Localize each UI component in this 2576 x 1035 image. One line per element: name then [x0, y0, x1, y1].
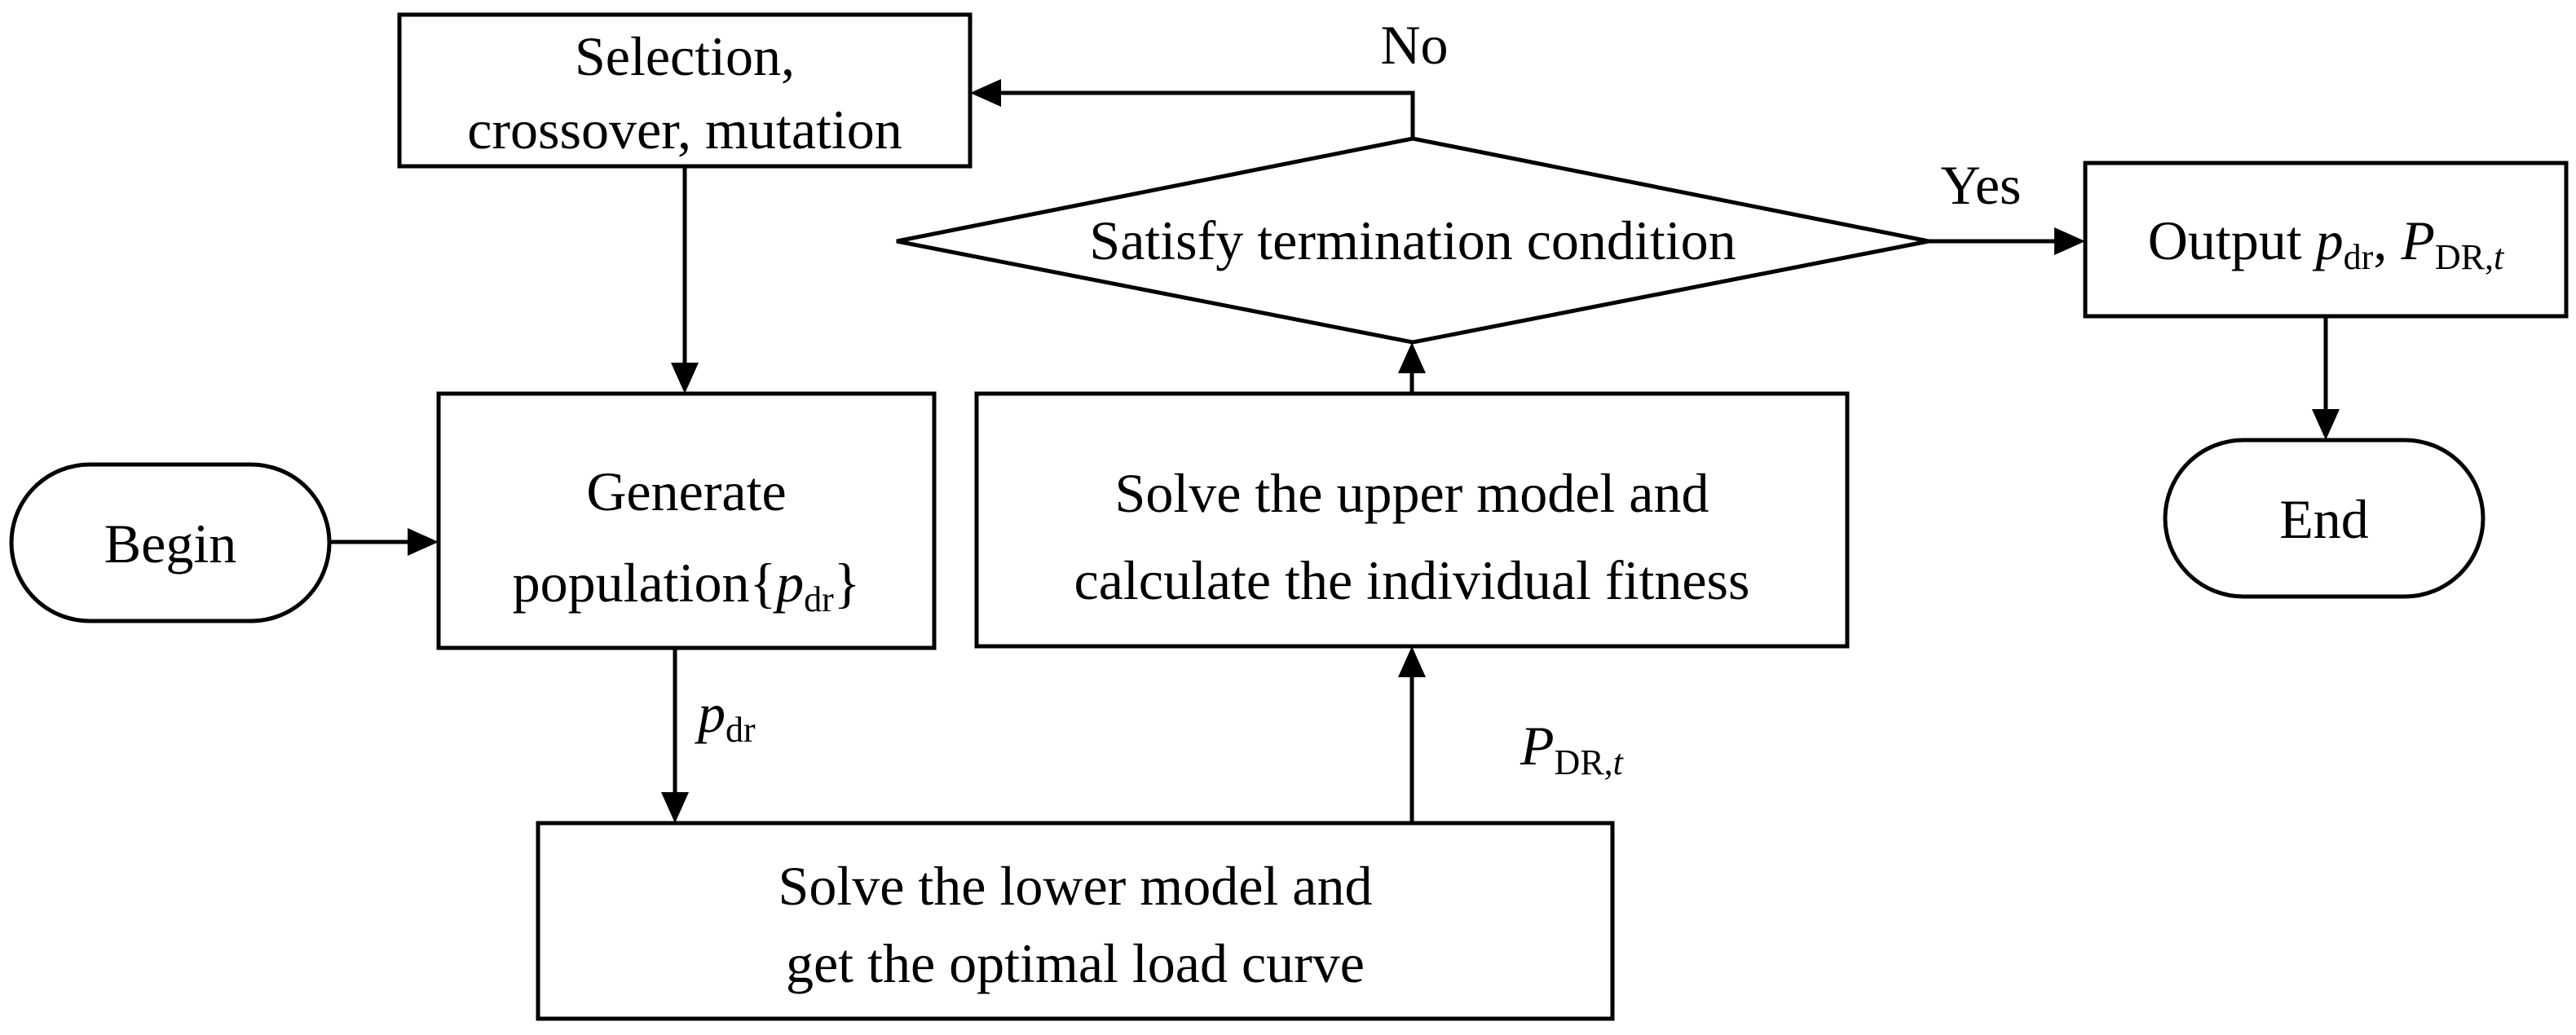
- output-var2: P: [2400, 209, 2435, 271]
- lower-line1: Solve the lower model and: [779, 855, 1373, 917]
- generate-line2-text: population{: [513, 552, 777, 614]
- output-var1: p: [2313, 209, 2344, 271]
- begin-label: Begin: [104, 513, 236, 575]
- edge-label-pdr-sub: dr: [726, 710, 756, 750]
- generate-line2-sub: dr: [804, 579, 834, 619]
- edge-label-no: No: [1380, 14, 1448, 76]
- edge-decision-no: [1001, 90, 1415, 139]
- termination-decision-node: Satisfy termination condition: [896, 136, 1930, 345]
- output-text: Output: [2148, 209, 2316, 271]
- generate-line2-var: p: [773, 552, 804, 614]
- edge-begin-to-generate-arrowhead: [408, 528, 439, 556]
- output-node: Output pdr, PDR,t: [2083, 161, 2569, 319]
- generate-line2-close: }: [834, 552, 861, 614]
- edge-label-yes: Yes: [1941, 154, 2022, 216]
- edge-label-PDRt-sub: DR,: [1555, 742, 1613, 782]
- end-label: End: [2279, 488, 2369, 550]
- edge-label-PDRt-sub-italic: t: [1613, 742, 1625, 782]
- edge-label-pdr-var: p: [695, 682, 726, 744]
- edge-output-to-end-arrowhead: [2312, 409, 2340, 440]
- edge-upper-to-decision-arrowhead: [1398, 342, 1426, 373]
- edge-selection-to-generate-arrowhead: [671, 363, 699, 394]
- lower-line2: get the optimal load curve: [786, 932, 1365, 994]
- decision-label: Satisfy termination condition: [1089, 209, 1736, 271]
- upper-line1: Solve the upper model and: [1115, 462, 1709, 524]
- upper-line2: calculate the individual fitness: [1074, 549, 1750, 611]
- edge-decision-yes-arrowhead: [2054, 227, 2085, 255]
- output-sep: ,: [2373, 209, 2401, 271]
- edge-label-PDRt: PDR,t: [1520, 715, 1625, 782]
- begin-node: Begin: [9, 462, 332, 623]
- selection-line2: crossover, mutation: [467, 99, 902, 161]
- edge-generate-to-lower-arrowhead: [661, 792, 689, 823]
- end-node: End: [2163, 438, 2486, 599]
- output-sub1: dr: [2344, 237, 2374, 277]
- selection-line1: Selection,: [575, 25, 795, 87]
- edge-label-PDRt-var: P: [1520, 715, 1555, 777]
- upper-model-node: Solve the upper model and calculate the …: [974, 391, 1850, 649]
- generate-population-node: Generate population{pdr}: [436, 391, 937, 650]
- selection-node: Selection, crossover, mutation: [397, 12, 973, 169]
- generate-line1: Generate: [586, 460, 786, 522]
- generate-line2: population{pdr}: [513, 552, 861, 619]
- output-label: Output pdr, PDR,t: [2148, 209, 2505, 277]
- edge-decision-no-arrowhead: [970, 79, 1001, 107]
- output-sub2-italic: t: [2494, 237, 2505, 277]
- lower-model-node: Solve the lower model and get the optima…: [536, 821, 1615, 1021]
- edge-lower-to-upper-arrowhead: [1398, 646, 1426, 677]
- edge-label-pdr: pdr: [695, 682, 756, 750]
- output-sub2: DR,: [2435, 237, 2494, 277]
